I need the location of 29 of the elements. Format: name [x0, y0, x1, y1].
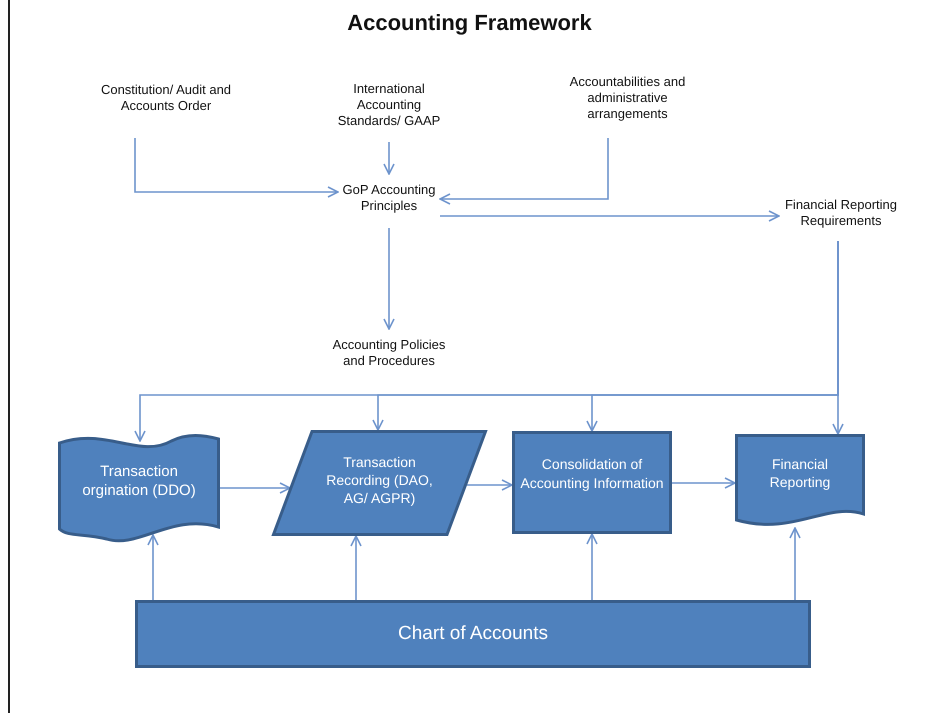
box-label: Transaction Recording (DAO, AG/ AGPR): [325, 452, 434, 508]
box-label: Chart of Accounts: [398, 622, 548, 646]
process-box: [512, 431, 672, 534]
connector-arrow: [147, 534, 159, 600]
box-label: Consolidation of Accounting Information: [519, 455, 665, 492]
text-label: International Accounting Standards/ GAAP: [328, 70, 450, 140]
connector-arrow: [586, 533, 598, 600]
connector-arrow: [134, 138, 339, 198]
text-label: Financial Reporting Requirements: [775, 185, 907, 241]
text-label: GoP Accounting Principles: [338, 170, 440, 226]
data-parallelogram: [272, 430, 487, 536]
box-label: Financial Reporting: [768, 454, 832, 492]
connector-arrow: [350, 535, 362, 600]
connector-arrow: [467, 479, 513, 491]
connector-arrow: [383, 142, 395, 175]
connector-arrow: [832, 241, 844, 435]
connector-arrow: [672, 477, 736, 489]
connector-arrow: [220, 482, 291, 494]
connector-arrow: [383, 228, 395, 330]
diagram-title: Accounting Framework: [346, 10, 593, 36]
process-box: [135, 600, 811, 668]
text-label: Constitution/ Audit and Accounts Order: [95, 70, 237, 126]
connector-arrow: [439, 138, 609, 205]
text-label: Accountabilities and administrative arrangements: [550, 70, 705, 126]
connector-arrow: [789, 527, 801, 600]
tape-shape: [58, 433, 220, 543]
box-label: Transaction orgination (DDO): [81, 462, 197, 500]
connector-arrow: [440, 210, 780, 222]
text-label: Accounting Policies and Procedures: [330, 325, 448, 381]
